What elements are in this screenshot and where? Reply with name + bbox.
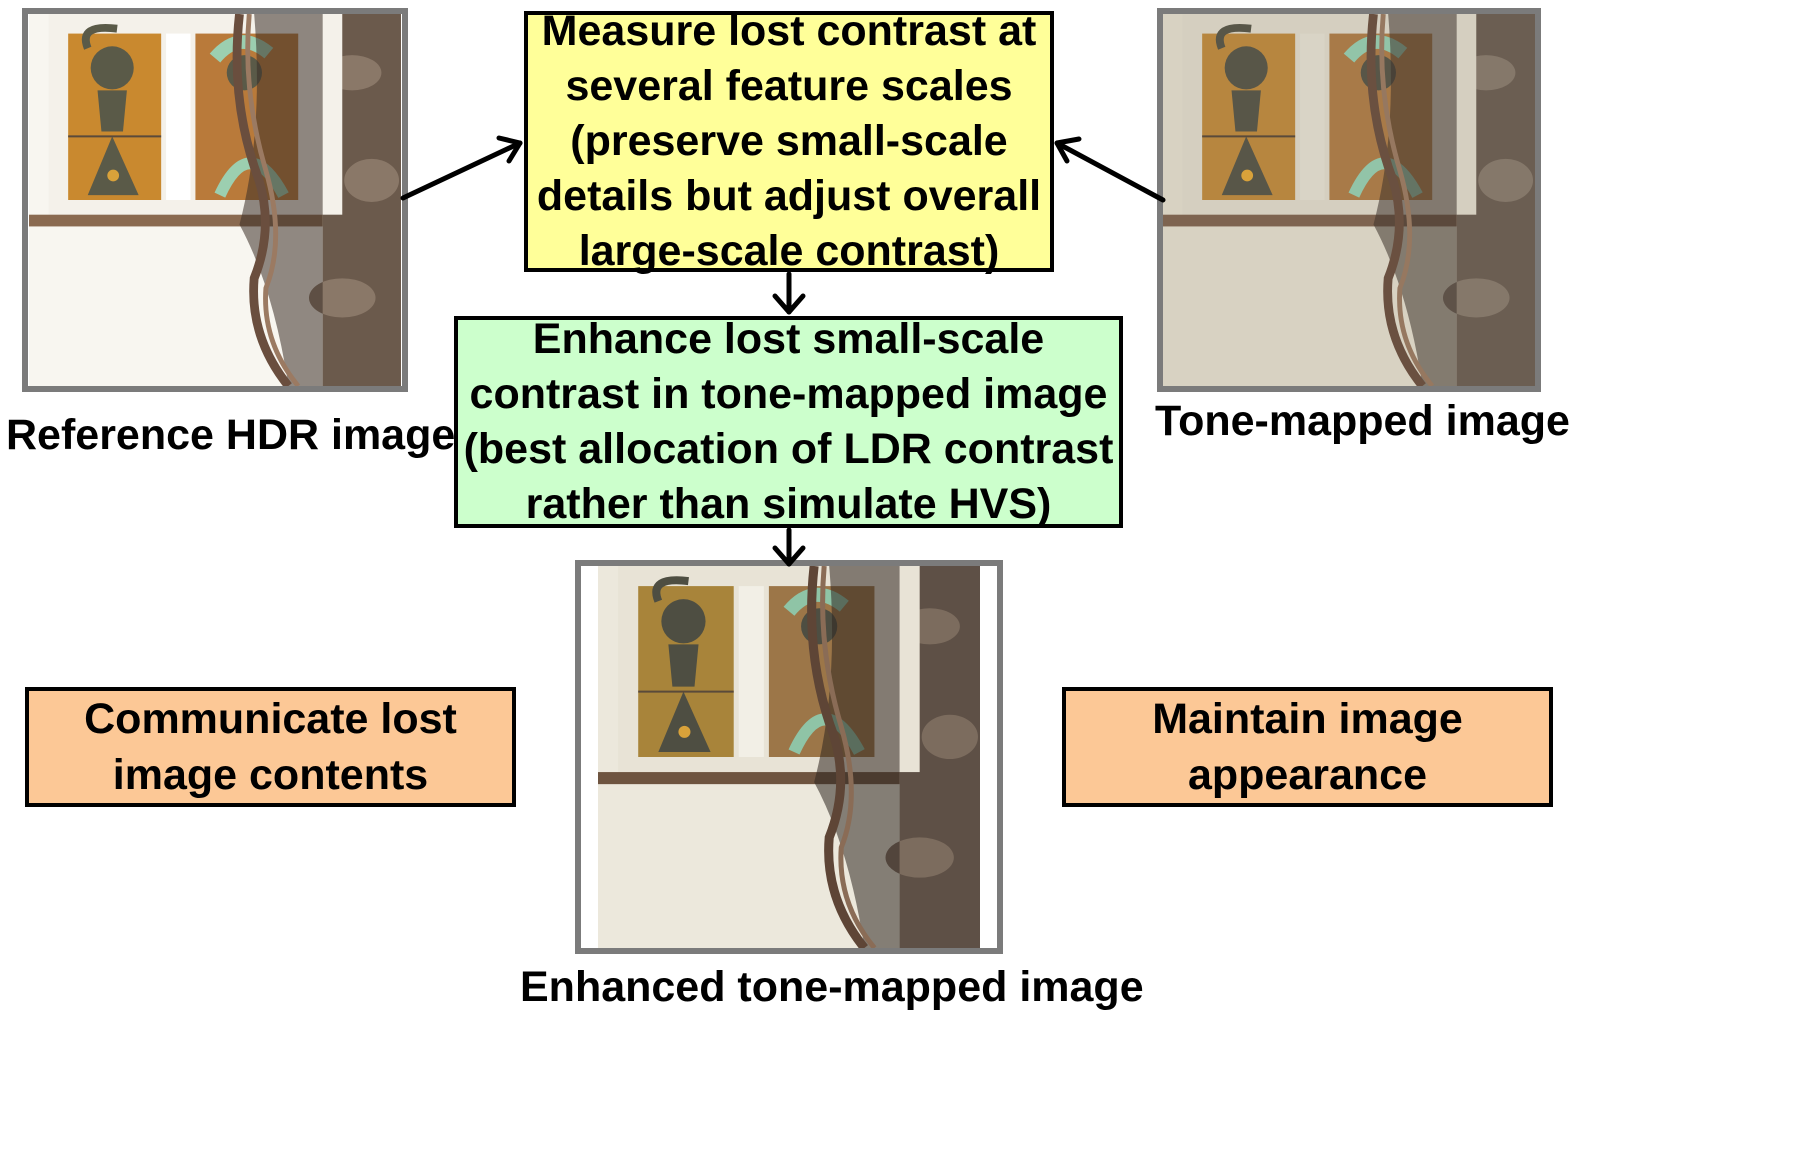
enhance-line: (best allocation of LDR contrast: [463, 425, 1114, 473]
measure-line: several feature scales: [565, 62, 1013, 110]
arrow-reference-to-measure: [400, 135, 523, 201]
communicate-lost-contents-box: Communicate lost image contents: [25, 687, 516, 807]
enhanced-caption: Enhanced tone-mapped image: [520, 963, 1144, 1011]
measure-line: (preserve small-scale: [570, 117, 1008, 165]
maintain-appearance-box: Maintain image appearance: [1062, 687, 1553, 807]
reference-hdr-image: [22, 8, 408, 392]
measure-lost-contrast-box: Measure lost contrast at several feature…: [524, 7, 1054, 275]
arrow-measure-to-enhance: [772, 271, 806, 315]
measure-line: Measure lost contrast at: [541, 7, 1037, 55]
measure-line: large-scale contrast): [578, 227, 1000, 275]
arrow-tonemapped-to-measure: [1054, 136, 1166, 203]
enhance-lost-contrast-box: Enhance lost small-scale contrast in ton…: [454, 315, 1123, 528]
maintain-line: appearance: [1187, 751, 1428, 799]
communicate-line: Communicate lost: [84, 695, 457, 743]
measure-line: details but adjust overall: [536, 172, 1042, 220]
communicate-line: image contents: [112, 751, 429, 799]
tone-mapped-image: [1157, 8, 1541, 392]
arrow-enhance-to-enhanced: [772, 527, 806, 567]
enhanced-tone-mapped-image: [575, 560, 1003, 954]
reference-hdr-caption: Reference HDR image: [6, 411, 456, 459]
enhance-line: rather than simulate HVS): [525, 480, 1052, 528]
enhance-line: contrast in tone-mapped image: [469, 370, 1108, 418]
enhance-line: Enhance lost small-scale: [532, 315, 1045, 363]
maintain-line: Maintain image: [1152, 695, 1463, 743]
tone-mapped-caption: Tone-mapped image: [1155, 397, 1570, 445]
